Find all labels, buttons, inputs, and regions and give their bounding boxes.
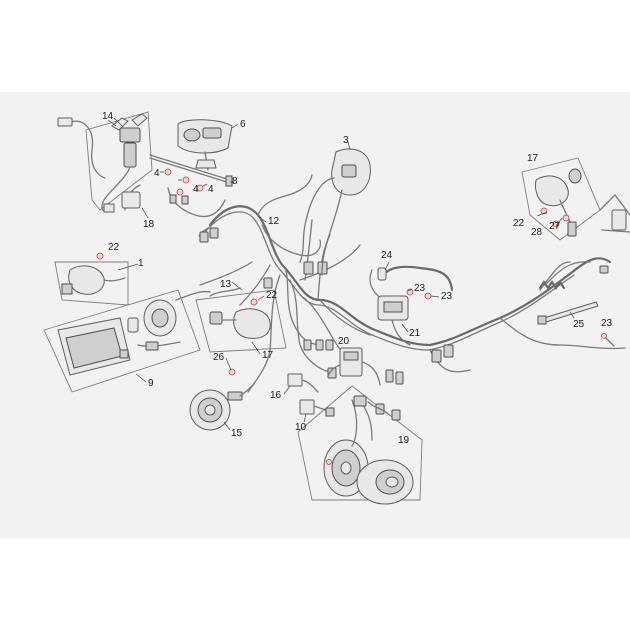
callout-18: 18 [143, 219, 155, 230]
handlebar-switch [299, 141, 371, 276]
callout-24: 24 [381, 250, 393, 261]
callout-4-a: 4 [154, 168, 160, 179]
callout-1: 1 [138, 258, 144, 269]
callout-15: 15 [231, 428, 243, 439]
callout-20: 20 [338, 336, 350, 347]
callout-23-coil-a: 23 [414, 283, 426, 294]
callout-22-side: 22 [266, 290, 278, 301]
callout-23-coil-b: 23 [441, 291, 453, 302]
headlight-group [43, 289, 211, 393]
wiring-diagram: 14 6 3 17 4 4 4 8 18 12 22 28 27 22 1 24… [43, 111, 630, 505]
callout-22-rear: 22 [513, 218, 525, 229]
callout-labels: 14 6 3 17 4 4 4 8 18 12 22 28 27 22 1 24… [102, 111, 613, 446]
callout-22-front: 22 [108, 242, 120, 253]
callout-4-b: 4 [193, 184, 199, 195]
rear-light-group [521, 157, 630, 241]
relays [287, 373, 335, 417]
callout-3: 3 [343, 135, 349, 146]
callout-13: 13 [220, 279, 232, 290]
callout-6: 6 [240, 119, 246, 130]
callout-28: 28 [531, 227, 543, 238]
ignition-coil-group [369, 261, 454, 346]
callout-19: 19 [398, 435, 410, 446]
wiring-diagram-panel: 14 6 3 17 4 4 4 8 18 12 22 28 27 22 1 24… [0, 92, 630, 538]
screw-23-right [601, 333, 615, 347]
callout-17-side: 17 [262, 350, 274, 361]
callout-16: 16 [270, 390, 282, 401]
callout-8: 8 [232, 176, 238, 187]
callout-14: 14 [102, 111, 114, 122]
callout-17-rear-light: 17 [527, 153, 539, 164]
horn-assembly [189, 368, 255, 431]
small-wire-parts [121, 154, 234, 218]
callout-10: 10 [295, 422, 307, 433]
instrument-panel [177, 119, 239, 171]
callout-26: 26 [213, 352, 225, 363]
callout-4-c: 4 [208, 184, 214, 195]
ignition-switch-group [57, 111, 153, 213]
side-light-group [195, 281, 287, 353]
callout-27: 27 [549, 221, 561, 232]
alternator-group [297, 385, 423, 505]
callout-12: 12 [268, 216, 280, 227]
callout-23-right: 23 [601, 318, 613, 329]
callout-21: 21 [409, 328, 421, 339]
front-turn-signal [54, 252, 139, 306]
cable-tie [537, 301, 599, 325]
callout-9: 9 [148, 378, 154, 389]
voltage-regulator [327, 347, 381, 386]
callout-25: 25 [573, 319, 585, 330]
